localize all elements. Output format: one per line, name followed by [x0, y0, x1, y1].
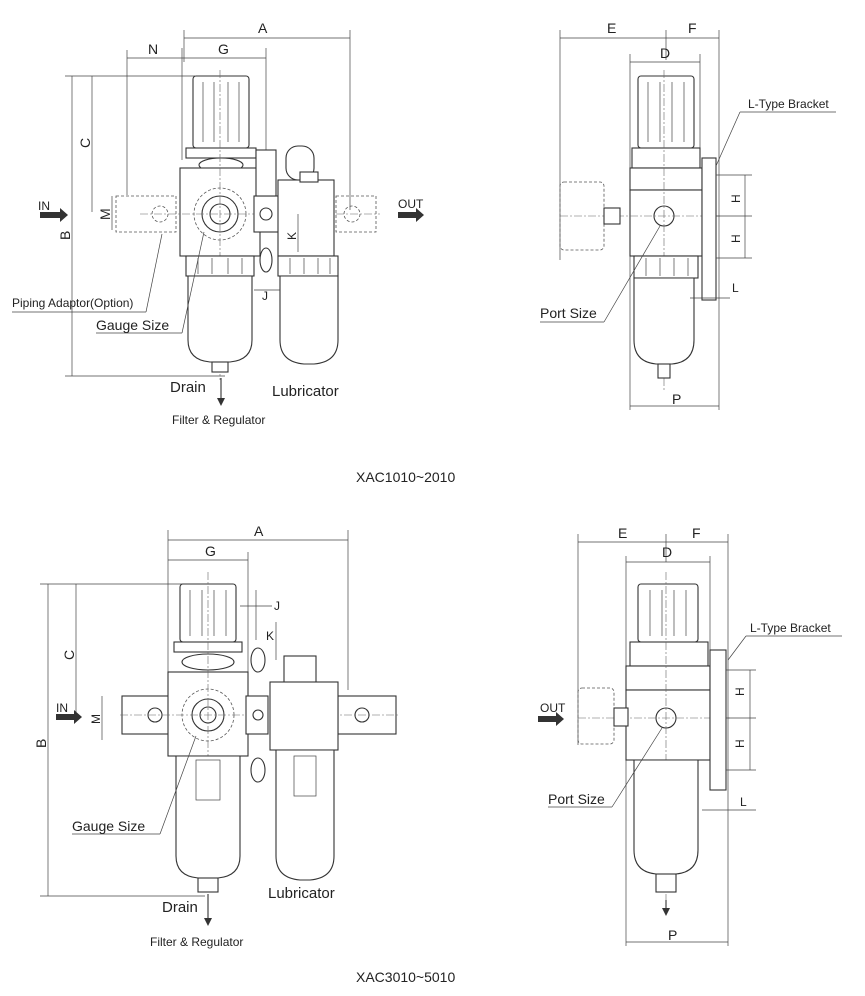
- b-side-dim-f-label: F: [692, 525, 701, 541]
- in-arrow-icon: [40, 208, 68, 222]
- side-dim-e-label: E: [607, 20, 616, 36]
- dim-g-label: G: [218, 41, 229, 57]
- b-dim-c-label: C: [61, 650, 77, 660]
- b-bracket-label: L-Type Bracket: [750, 621, 831, 635]
- b-gauge-size-label: Gauge Size: [72, 818, 145, 834]
- dim-a-label: A: [258, 20, 268, 36]
- dim-k-label: K: [285, 232, 299, 240]
- b-in-label: IN: [56, 701, 68, 715]
- b-out-arrow-icon: [538, 712, 564, 726]
- bottom-model-label: XAC3010~5010: [356, 969, 455, 985]
- b-side-dim-e-label: E: [618, 525, 627, 541]
- b-dim-g-label: G: [205, 543, 216, 559]
- in-label: IN: [38, 199, 50, 213]
- dim-b-label: B: [57, 231, 73, 240]
- b-drain-arrow-icon: [204, 918, 212, 926]
- out-arrow-icon: [398, 208, 424, 222]
- side-dim-l-label: L: [732, 281, 739, 295]
- bottom-side-view: E F D H H L P L-Type: [538, 525, 842, 946]
- side-dim-h2-label: H: [729, 234, 743, 243]
- bracket-label: L-Type Bracket: [748, 97, 829, 111]
- side-dim-f-label: F: [688, 20, 697, 36]
- side-dim-h1-label: H: [729, 194, 743, 203]
- drain-label: Drain: [170, 379, 206, 396]
- b-side-dim-p-label: P: [668, 927, 677, 943]
- side-dim-p-label: P: [672, 391, 681, 407]
- dim-c-label: C: [77, 138, 93, 148]
- b-in-arrow-icon: [56, 710, 82, 724]
- bottom-front-view: A G J K B C M IN: [33, 523, 400, 949]
- lubricator-label: Lubricator: [272, 383, 339, 400]
- top-model-label: XAC1010~2010: [356, 469, 455, 485]
- b-side-dim-h1-label: H: [733, 687, 747, 696]
- b-dim-k-label: K: [266, 629, 274, 643]
- out-label: OUT: [398, 197, 424, 211]
- b-dim-m-label: M: [89, 714, 103, 724]
- port-size-label: Port Size: [540, 305, 597, 321]
- b-side-dim-h2-label: H: [733, 739, 747, 748]
- b-filter-regulator-label: Filter & Regulator: [150, 935, 243, 949]
- side-dim-d-label: D: [660, 45, 670, 61]
- b-dim-b-label: B: [33, 739, 49, 748]
- filter-regulator-label: Filter & Regulator: [172, 413, 265, 427]
- b-side-dim-d-label: D: [662, 544, 672, 560]
- b-port-size-label: Port Size: [548, 791, 605, 807]
- b-dim-j-label: J: [274, 599, 280, 613]
- top-front-view: A N G B C M IN: [12, 20, 424, 427]
- top-side-view: E F D H H L: [540, 20, 836, 410]
- b-side-drain-arrow-icon: [662, 908, 670, 916]
- b-drain-label: Drain: [162, 899, 198, 916]
- b-side-dim-l-label: L: [740, 795, 747, 809]
- b-lubricator-label: Lubricator: [268, 885, 335, 902]
- piping-adaptor-label: Piping Adaptor(Option): [12, 296, 133, 310]
- dim-m-label: M: [97, 208, 113, 220]
- b-dim-a-label: A: [254, 523, 264, 539]
- dim-n-label: N: [148, 41, 158, 57]
- gauge-size-label: Gauge Size: [96, 317, 169, 333]
- b-out-label: OUT: [540, 701, 566, 715]
- dim-j-label: J: [262, 289, 268, 303]
- drain-arrow-icon: [217, 398, 225, 406]
